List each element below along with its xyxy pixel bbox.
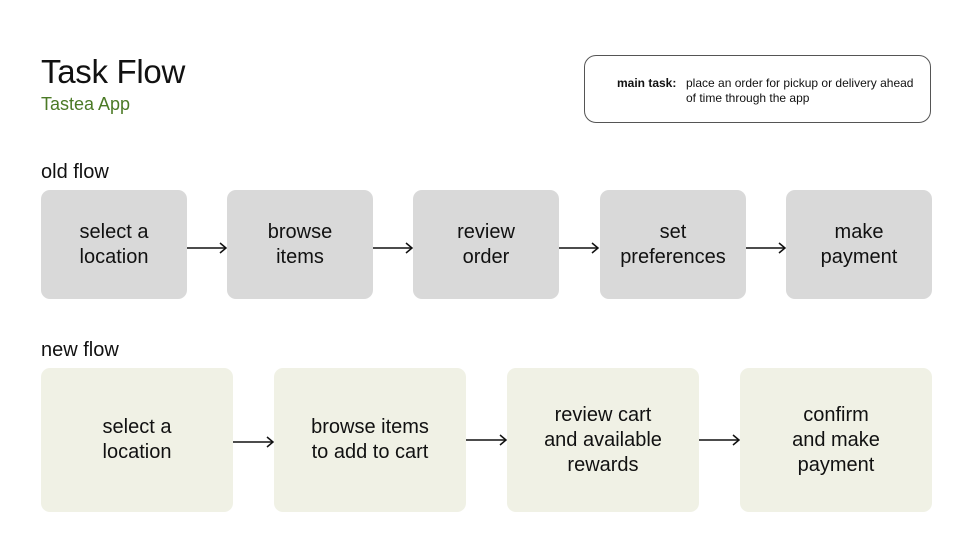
arrow-right-icon: [746, 241, 787, 255]
arrow-right-icon: [233, 435, 275, 449]
old-flow-label: old flow: [41, 161, 109, 183]
main-task-box: main task: place an order for pickup or …: [584, 55, 931, 123]
app-name: Tastea App: [41, 94, 131, 114]
new-step-select-location: select a location: [41, 368, 233, 512]
new-step-review-cart: review cart and available rewards: [507, 368, 699, 512]
arrow-right-icon: [699, 433, 741, 447]
arrow-right-icon: [187, 241, 228, 255]
new-step-confirm-payment: confirm and make payment: [740, 368, 932, 512]
old-step-set-preferences: set preferences: [600, 190, 746, 299]
new-step-browse-items: browse items to add to cart: [274, 368, 466, 512]
main-task-label: main task:: [617, 76, 677, 90]
old-step-make-payment: make payment: [786, 190, 932, 299]
arrow-right-icon: [466, 433, 508, 447]
new-flow-label: new flow: [41, 339, 119, 361]
arrow-right-icon: [373, 241, 414, 255]
page-title: Task Flow: [41, 53, 185, 90]
old-step-select-location: select a location: [41, 190, 187, 299]
arrow-right-icon: [559, 241, 600, 255]
main-task-text: place an order for pickup or delivery ah…: [686, 76, 914, 105]
old-step-browse-items: browse items: [227, 190, 373, 299]
old-step-review-order: review order: [413, 190, 559, 299]
